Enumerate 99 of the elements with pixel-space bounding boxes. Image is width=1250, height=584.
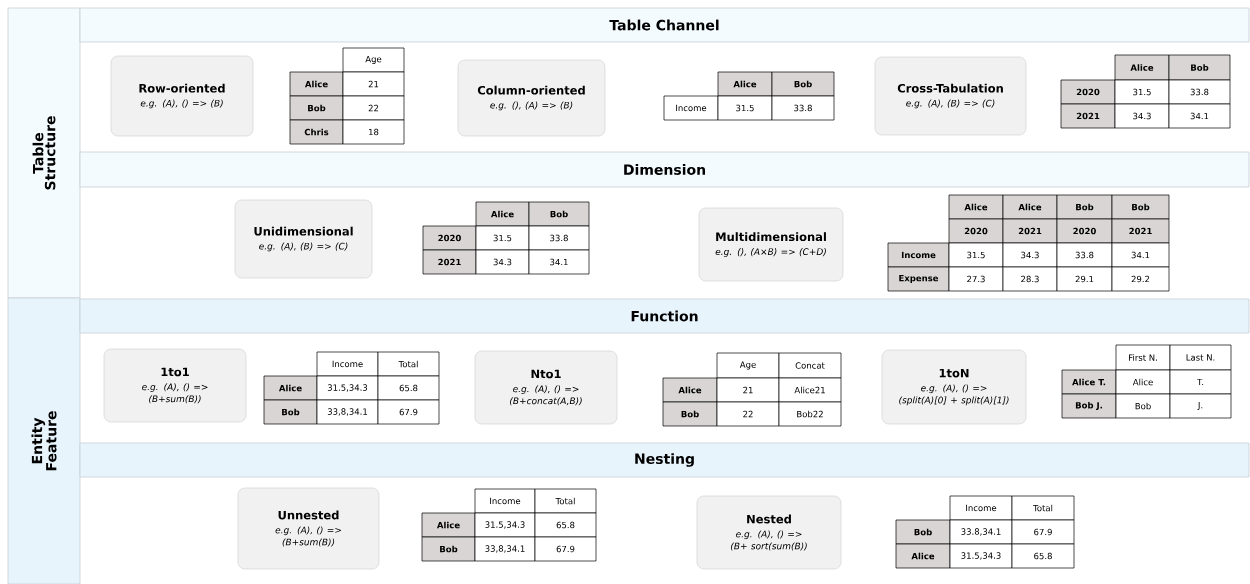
- table-cell: 33.8: [1168, 79, 1231, 105]
- table-cell: 2020: [1056, 218, 1113, 244]
- category-box: Multidimensional e.g. (), (A×B) => (C+D): [698, 207, 844, 282]
- table-cell: Total: [1011, 495, 1075, 521]
- table-cell: 33.8,34.1: [949, 519, 1013, 545]
- table-cell: 2021: [1002, 218, 1058, 244]
- table-cell: 33,8,34.1: [316, 399, 379, 425]
- table-cell: 27.3: [948, 266, 1004, 292]
- table-cell: Alice21: [778, 377, 842, 403]
- table-cell: Age: [716, 352, 780, 379]
- category-box: Unnested e.g. (A), () => (B+sum(B)): [237, 487, 380, 570]
- table-cell: 21: [716, 377, 780, 403]
- table-cell: 2020: [948, 218, 1004, 244]
- table-cell: Bob J.: [1061, 393, 1117, 419]
- table-cell: 34.3: [475, 249, 530, 275]
- table-cell: Alice: [1002, 194, 1058, 220]
- table-cell: Alice T.: [1061, 369, 1117, 395]
- table-cell: 31.5: [1114, 79, 1170, 105]
- table-cell: 31.5,34.3: [474, 512, 536, 538]
- table-cell: Alice: [475, 201, 530, 227]
- table-cell: T.: [1169, 369, 1232, 395]
- table-cell: 65.8: [377, 375, 440, 401]
- table-cell: 65.8: [534, 512, 597, 538]
- category-box: Nto1 e.g. (A), () => (B+concat(A,B)): [474, 350, 618, 425]
- table-cell: Expense: [887, 266, 950, 292]
- table-cell: 31.5: [475, 225, 530, 251]
- table-cell: Total: [377, 351, 440, 377]
- table-cell: Bob: [289, 95, 344, 121]
- table-cell: Income: [663, 95, 719, 121]
- category-box: Row-oriented e.g. (A), () => (B): [110, 55, 254, 137]
- table-cell: Bob: [1115, 393, 1171, 419]
- table-cell: Total: [534, 488, 597, 514]
- table-cell: 31.5,34.3: [316, 375, 379, 401]
- table-cell: Bob22: [778, 401, 842, 427]
- table-cell: Chris: [289, 119, 344, 145]
- table-cell: Income: [887, 242, 950, 268]
- table-cell: 29.2: [1111, 266, 1170, 292]
- table-cell: Concat: [778, 352, 842, 379]
- table-cell: First N.: [1115, 344, 1171, 371]
- category-band: Entity Feature: [7, 297, 81, 584]
- table-cell: 33.8: [528, 225, 590, 251]
- table-cell: Bob: [1168, 54, 1231, 81]
- table-cell: 34.1: [1111, 242, 1170, 268]
- table-cell: 29.1: [1056, 266, 1113, 292]
- table-cell: 2020: [1060, 79, 1116, 105]
- table-cell: 22: [716, 401, 780, 427]
- category-box: Nested e.g. (A), () => (B+ sort(sum(B)): [696, 495, 842, 570]
- table-cell: 2021: [422, 249, 477, 275]
- table-cell: 21: [342, 71, 405, 97]
- table-cell: 31.5: [948, 242, 1004, 268]
- table-cell: 2020: [422, 225, 477, 251]
- table-cell: Income: [474, 488, 536, 514]
- table-cell: Age: [342, 47, 405, 73]
- table-cell: 31.5: [717, 95, 773, 121]
- table-cell: Income: [316, 351, 379, 377]
- table-cell: 33.8: [1056, 242, 1113, 268]
- category-box: Unidimensional e.g. (A), (B) => (C): [234, 199, 373, 279]
- table-cell: 28.3: [1002, 266, 1058, 292]
- table-cell: Bob: [421, 536, 476, 562]
- table-cell: 67.9: [1011, 519, 1075, 545]
- category-box: Cross-Tabulation e.g. (A), (B) => (C): [874, 56, 1027, 136]
- table-cell: 2021: [1060, 103, 1116, 129]
- table-cell: Bob: [771, 71, 835, 97]
- table-cell: Alice: [421, 512, 476, 538]
- table-cell: Alice: [263, 375, 318, 401]
- table-cell: 18: [342, 119, 405, 145]
- table-cell: 34.1: [528, 249, 590, 275]
- table-cell: Bob: [895, 519, 951, 545]
- table-cell: Bob: [528, 201, 590, 227]
- table-cell: 33,8,34.1: [474, 536, 536, 562]
- table-cell: Alice: [1114, 54, 1170, 81]
- category-box: 1to1 e.g. (A), () => (B+sum(B)): [103, 348, 247, 423]
- table-cell: Alice: [895, 543, 951, 569]
- table-cell: 34.3: [1002, 242, 1058, 268]
- table-cell: 34.1: [1168, 103, 1231, 129]
- table-cell: 22: [342, 95, 405, 121]
- table-cell: J.: [1169, 393, 1232, 419]
- table-cell: Alice: [717, 71, 773, 97]
- table-cell: Last N.: [1169, 344, 1232, 371]
- table-cell: 31.5,34.3: [949, 543, 1013, 569]
- section-header: Table Channel: [79, 7, 1250, 43]
- table-cell: Income: [949, 495, 1013, 521]
- table-cell: Bob: [1111, 194, 1170, 220]
- table-cell: Bob: [263, 399, 318, 425]
- table-cell: 2021: [1111, 218, 1170, 244]
- table-cell: 34.3: [1114, 103, 1170, 129]
- table-cell: Bob: [1056, 194, 1113, 220]
- table-cell: 67.9: [377, 399, 440, 425]
- table-cell: Alice: [289, 71, 344, 97]
- table-cell: Alice: [948, 194, 1004, 220]
- category-box: Column-oriented e.g. (), (A) => (B): [457, 59, 606, 137]
- table-cell: Alice: [662, 377, 718, 403]
- table-cell: 33.8: [771, 95, 835, 121]
- table-cell: 67.9: [534, 536, 597, 562]
- table-cell: 65.8: [1011, 543, 1075, 569]
- category-box: 1toN e.g. (A), () => (split(A)[0] + split(A)[1]): [881, 349, 1027, 425]
- table-cell: Bob: [662, 401, 718, 427]
- category-band: Table Structure: [7, 7, 81, 299]
- table-cell: Alice: [1115, 369, 1171, 395]
